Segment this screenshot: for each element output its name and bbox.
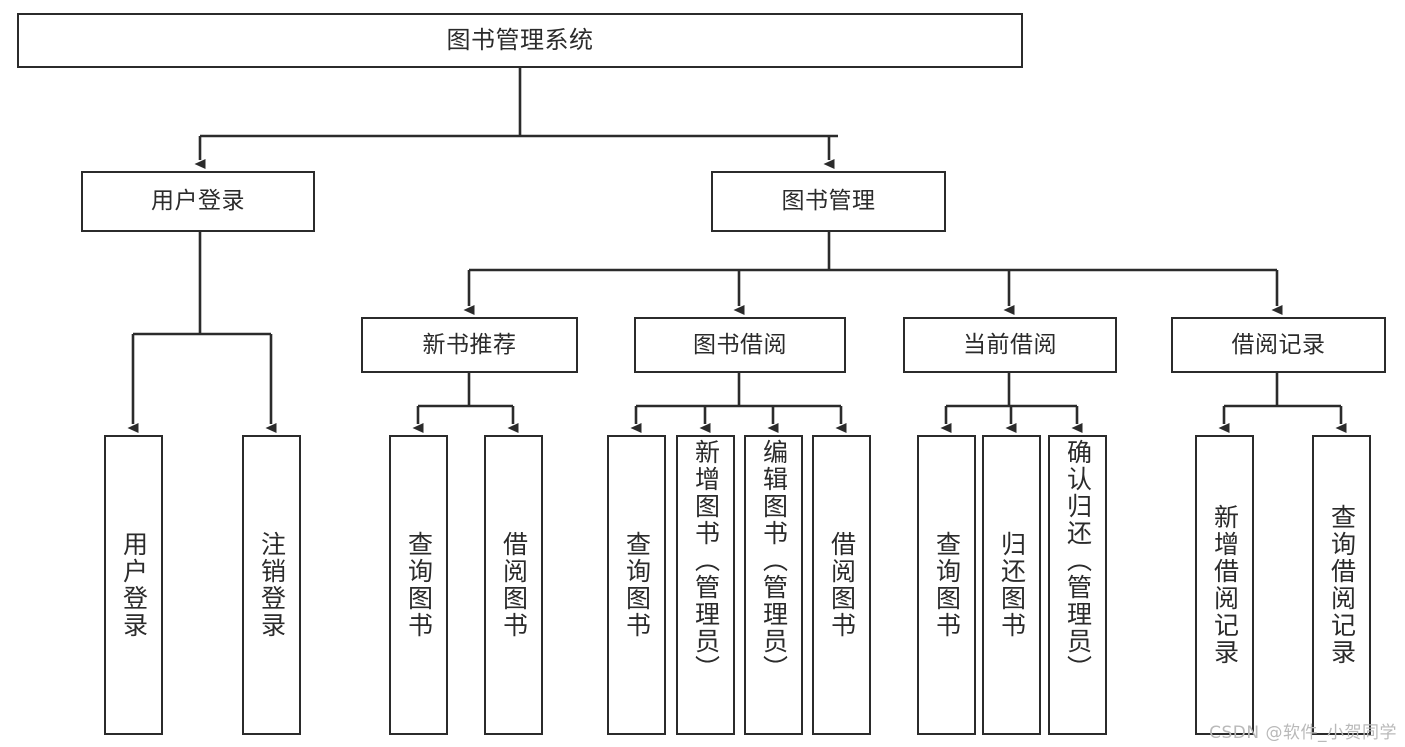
node-book-borrow-label: 图书借阅 xyxy=(693,331,787,358)
node-current-borrow-label: 当前借阅 xyxy=(963,331,1057,358)
leaf-query-book-3[interactable]: 查询图书 xyxy=(917,435,976,735)
leaf-query-book-3-label: 查询图书 xyxy=(932,531,962,639)
leaf-borrow-book-2[interactable]: 借阅图书 xyxy=(812,435,871,735)
node-new-book-recommend-label: 新书推荐 xyxy=(422,331,517,358)
leaf-return-book-label: 归还图书 xyxy=(997,531,1027,639)
node-borrow-record-label: 借阅记录 xyxy=(1231,331,1326,358)
node-book-manage-label: 图书管理 xyxy=(781,188,876,215)
node-user-login[interactable]: 用户登录 xyxy=(81,171,315,232)
node-new-book-recommend[interactable]: 新书推荐 xyxy=(361,317,578,373)
leaf-query-book-2-label: 查询图书 xyxy=(622,531,652,639)
node-root[interactable]: 图书管理系统 xyxy=(17,13,1023,68)
leaf-query-record-label: 查询借阅记录 xyxy=(1327,504,1357,666)
leaf-borrow-book-1-label: 借阅图书 xyxy=(499,531,529,639)
watermark: CSDN @软件_小贺同学 xyxy=(1209,723,1397,743)
leaf-edit-book-label: 编辑图书（管理员） xyxy=(759,439,789,682)
leaf-query-book-1-label: 查询图书 xyxy=(404,531,434,639)
leaf-logout-login[interactable]: 注销登录 xyxy=(242,435,301,735)
leaf-user-login[interactable]: 用户登录 xyxy=(104,435,163,735)
leaf-query-book-1[interactable]: 查询图书 xyxy=(389,435,448,735)
node-borrow-record[interactable]: 借阅记录 xyxy=(1171,317,1386,373)
leaf-query-record[interactable]: 查询借阅记录 xyxy=(1312,435,1371,735)
leaf-add-record[interactable]: 新增借阅记录 xyxy=(1195,435,1254,735)
node-book-borrow[interactable]: 图书借阅 xyxy=(634,317,846,373)
leaf-borrow-book-1[interactable]: 借阅图书 xyxy=(484,435,543,735)
leaf-borrow-book-2-label: 借阅图书 xyxy=(827,531,857,639)
leaf-edit-book[interactable]: 编辑图书（管理员） xyxy=(744,435,803,735)
leaf-user-login-label: 用户登录 xyxy=(119,531,149,639)
leaf-add-book[interactable]: 新增图书（管理员） xyxy=(676,435,735,735)
leaf-return-book[interactable]: 归还图书 xyxy=(982,435,1041,735)
leaf-query-book-2[interactable]: 查询图书 xyxy=(607,435,666,735)
leaf-confirm-return[interactable]: 确认归还（管理员） xyxy=(1048,435,1107,735)
node-root-label: 图书管理系统 xyxy=(446,25,594,54)
leaf-add-book-label: 新增图书（管理员） xyxy=(691,439,721,682)
leaf-logout-login-label: 注销登录 xyxy=(257,531,287,639)
node-book-manage[interactable]: 图书管理 xyxy=(711,171,946,232)
node-current-borrow[interactable]: 当前借阅 xyxy=(903,317,1117,373)
leaf-add-record-label: 新增借阅记录 xyxy=(1210,504,1240,666)
node-user-login-label: 用户登录 xyxy=(151,188,245,215)
leaf-confirm-return-label: 确认归还（管理员） xyxy=(1063,439,1093,682)
